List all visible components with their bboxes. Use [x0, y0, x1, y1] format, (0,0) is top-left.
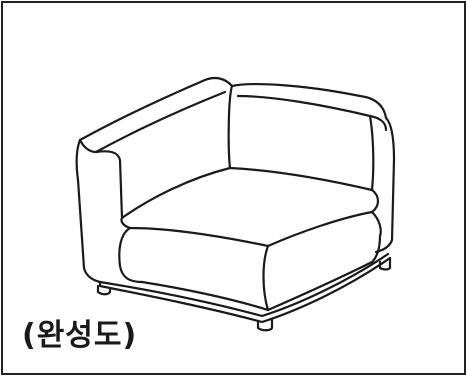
- right-armrest: [368, 114, 396, 254]
- sofa-feet: [96, 256, 392, 332]
- caption-label: (완성도): [22, 318, 138, 353]
- left-armrest: [75, 76, 234, 284]
- sofa-base: [98, 252, 392, 324]
- back-rest: [227, 83, 388, 170]
- seat-cushion: [118, 166, 382, 312]
